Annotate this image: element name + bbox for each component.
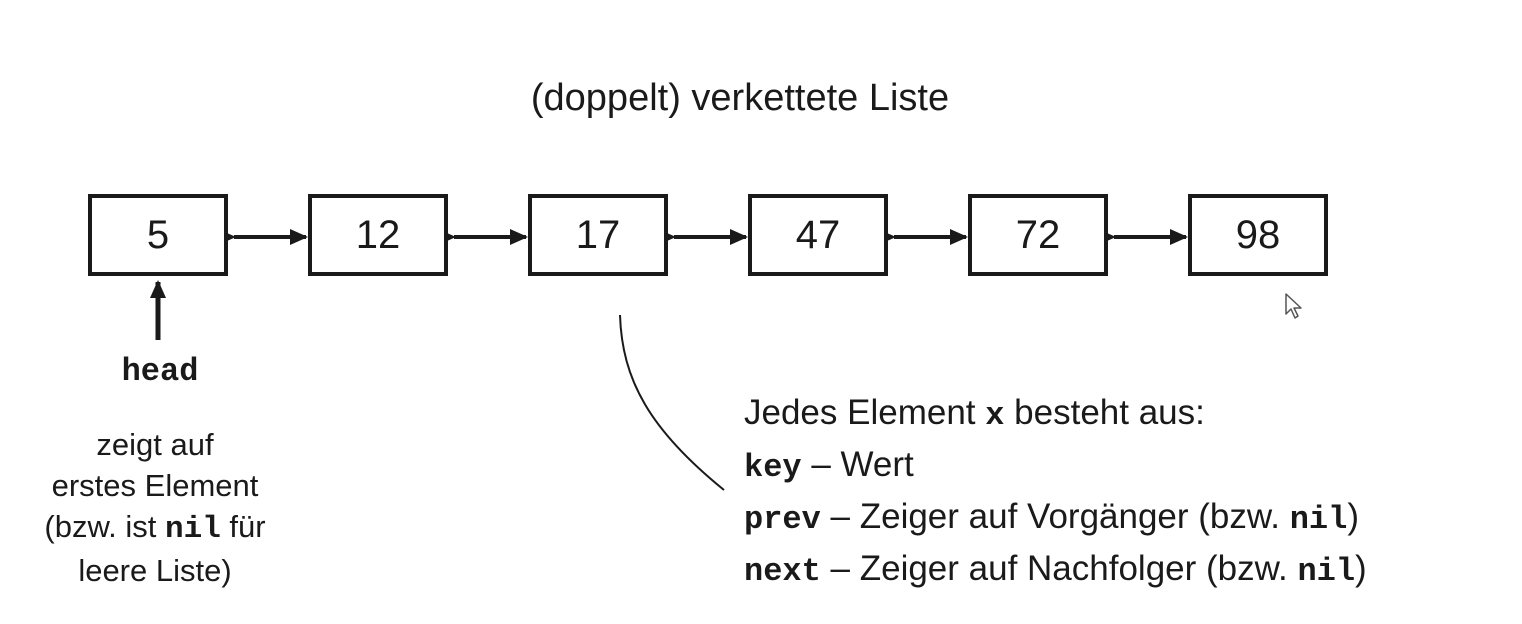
head-desc-line: zeigt auf (96, 427, 214, 462)
nil-keyword: nil (164, 512, 221, 547)
element-info: Jedes Element x besteht aus: key – Wert … (744, 388, 1367, 596)
next-keyword: next (744, 553, 821, 590)
node-key: 12 (355, 212, 401, 257)
head-label: head (121, 353, 199, 390)
head-desc-line: leere Liste) (78, 553, 232, 588)
node-key: 98 (1235, 212, 1281, 257)
head-desc-line: erstes Element (51, 468, 259, 503)
diagram-title: (doppelt) verkettete Liste (530, 77, 950, 119)
info-text: – Wert (801, 445, 914, 484)
info-line-prev: prev – Zeiger auf Vorgänger (bzw. nil) (744, 492, 1367, 544)
info-text: – Zeiger auf Vorgänger (bzw. (820, 497, 1290, 536)
node-key: 5 (146, 212, 170, 257)
head-description: zeigt auf erstes Element (bzw. ist nil f… (10, 424, 300, 591)
nil-keyword: nil (1289, 501, 1348, 538)
mouse-cursor-icon (1285, 293, 1302, 319)
annotation-curve (619, 314, 725, 491)
head-desc-text: (bzw. ist (44, 509, 165, 544)
list-node: 17 (528, 194, 668, 276)
info-text: – Zeiger auf Nachfolger (bzw. (820, 549, 1298, 588)
list-node: 12 (308, 194, 448, 276)
list-node: 72 (968, 194, 1108, 276)
head-desc-text: für (220, 509, 266, 544)
info-text: Jedes Element (744, 393, 986, 432)
info-text: ) (1355, 549, 1367, 588)
info-text: besteht aus: (1004, 393, 1205, 432)
info-line-key: key – Wert (744, 440, 1367, 492)
key-keyword: key (744, 449, 802, 486)
info-text: ) (1347, 497, 1359, 536)
list-node: 47 (748, 194, 888, 276)
x-keyword: x (985, 397, 1005, 434)
head-desc-line: (bzw. ist nil für (10, 506, 300, 550)
list-node: 98 (1188, 194, 1328, 276)
prev-keyword: prev (744, 501, 821, 538)
node-key: 17 (575, 212, 621, 257)
info-line-next: next – Zeiger auf Nachfolger (bzw. nil) (744, 544, 1367, 596)
info-line-intro: Jedes Element x besteht aus: (744, 388, 1367, 440)
node-key: 72 (1015, 212, 1061, 257)
nil-keyword: nil (1297, 553, 1356, 590)
node-key: 47 (795, 212, 841, 257)
list-node: 5 (88, 194, 228, 276)
